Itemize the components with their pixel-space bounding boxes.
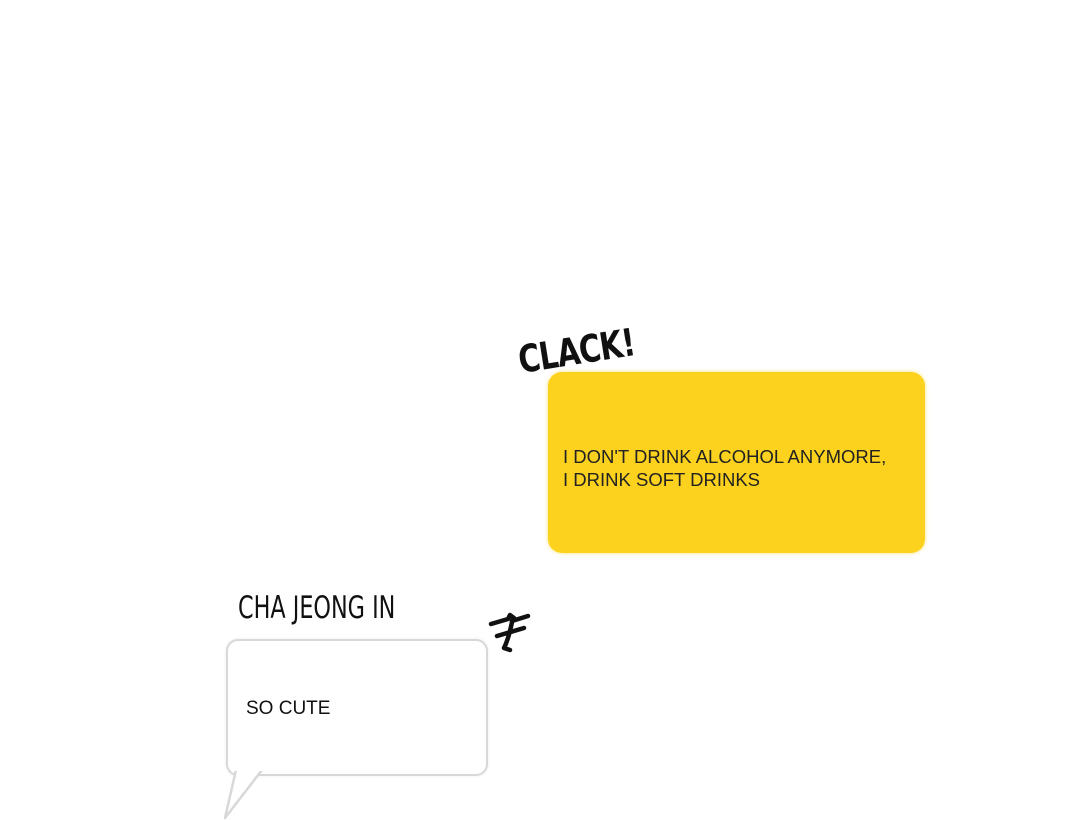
sender-name: CHA JEONG IN	[238, 590, 396, 626]
white-message-bubble: SO CUTE	[226, 639, 488, 776]
scribble-sound-mark	[488, 612, 531, 653]
yellow-message-text: I DON'T DRINK ALCOHOL ANYMORE, I DRINK S…	[563, 446, 887, 490]
white-message-text: SO CUTE	[246, 698, 331, 719]
yellow-message-bubble: I DON'T DRINK ALCOHOL ANYMORE, I DRINK S…	[548, 372, 925, 553]
speech-bubble-tail	[223, 770, 264, 820]
